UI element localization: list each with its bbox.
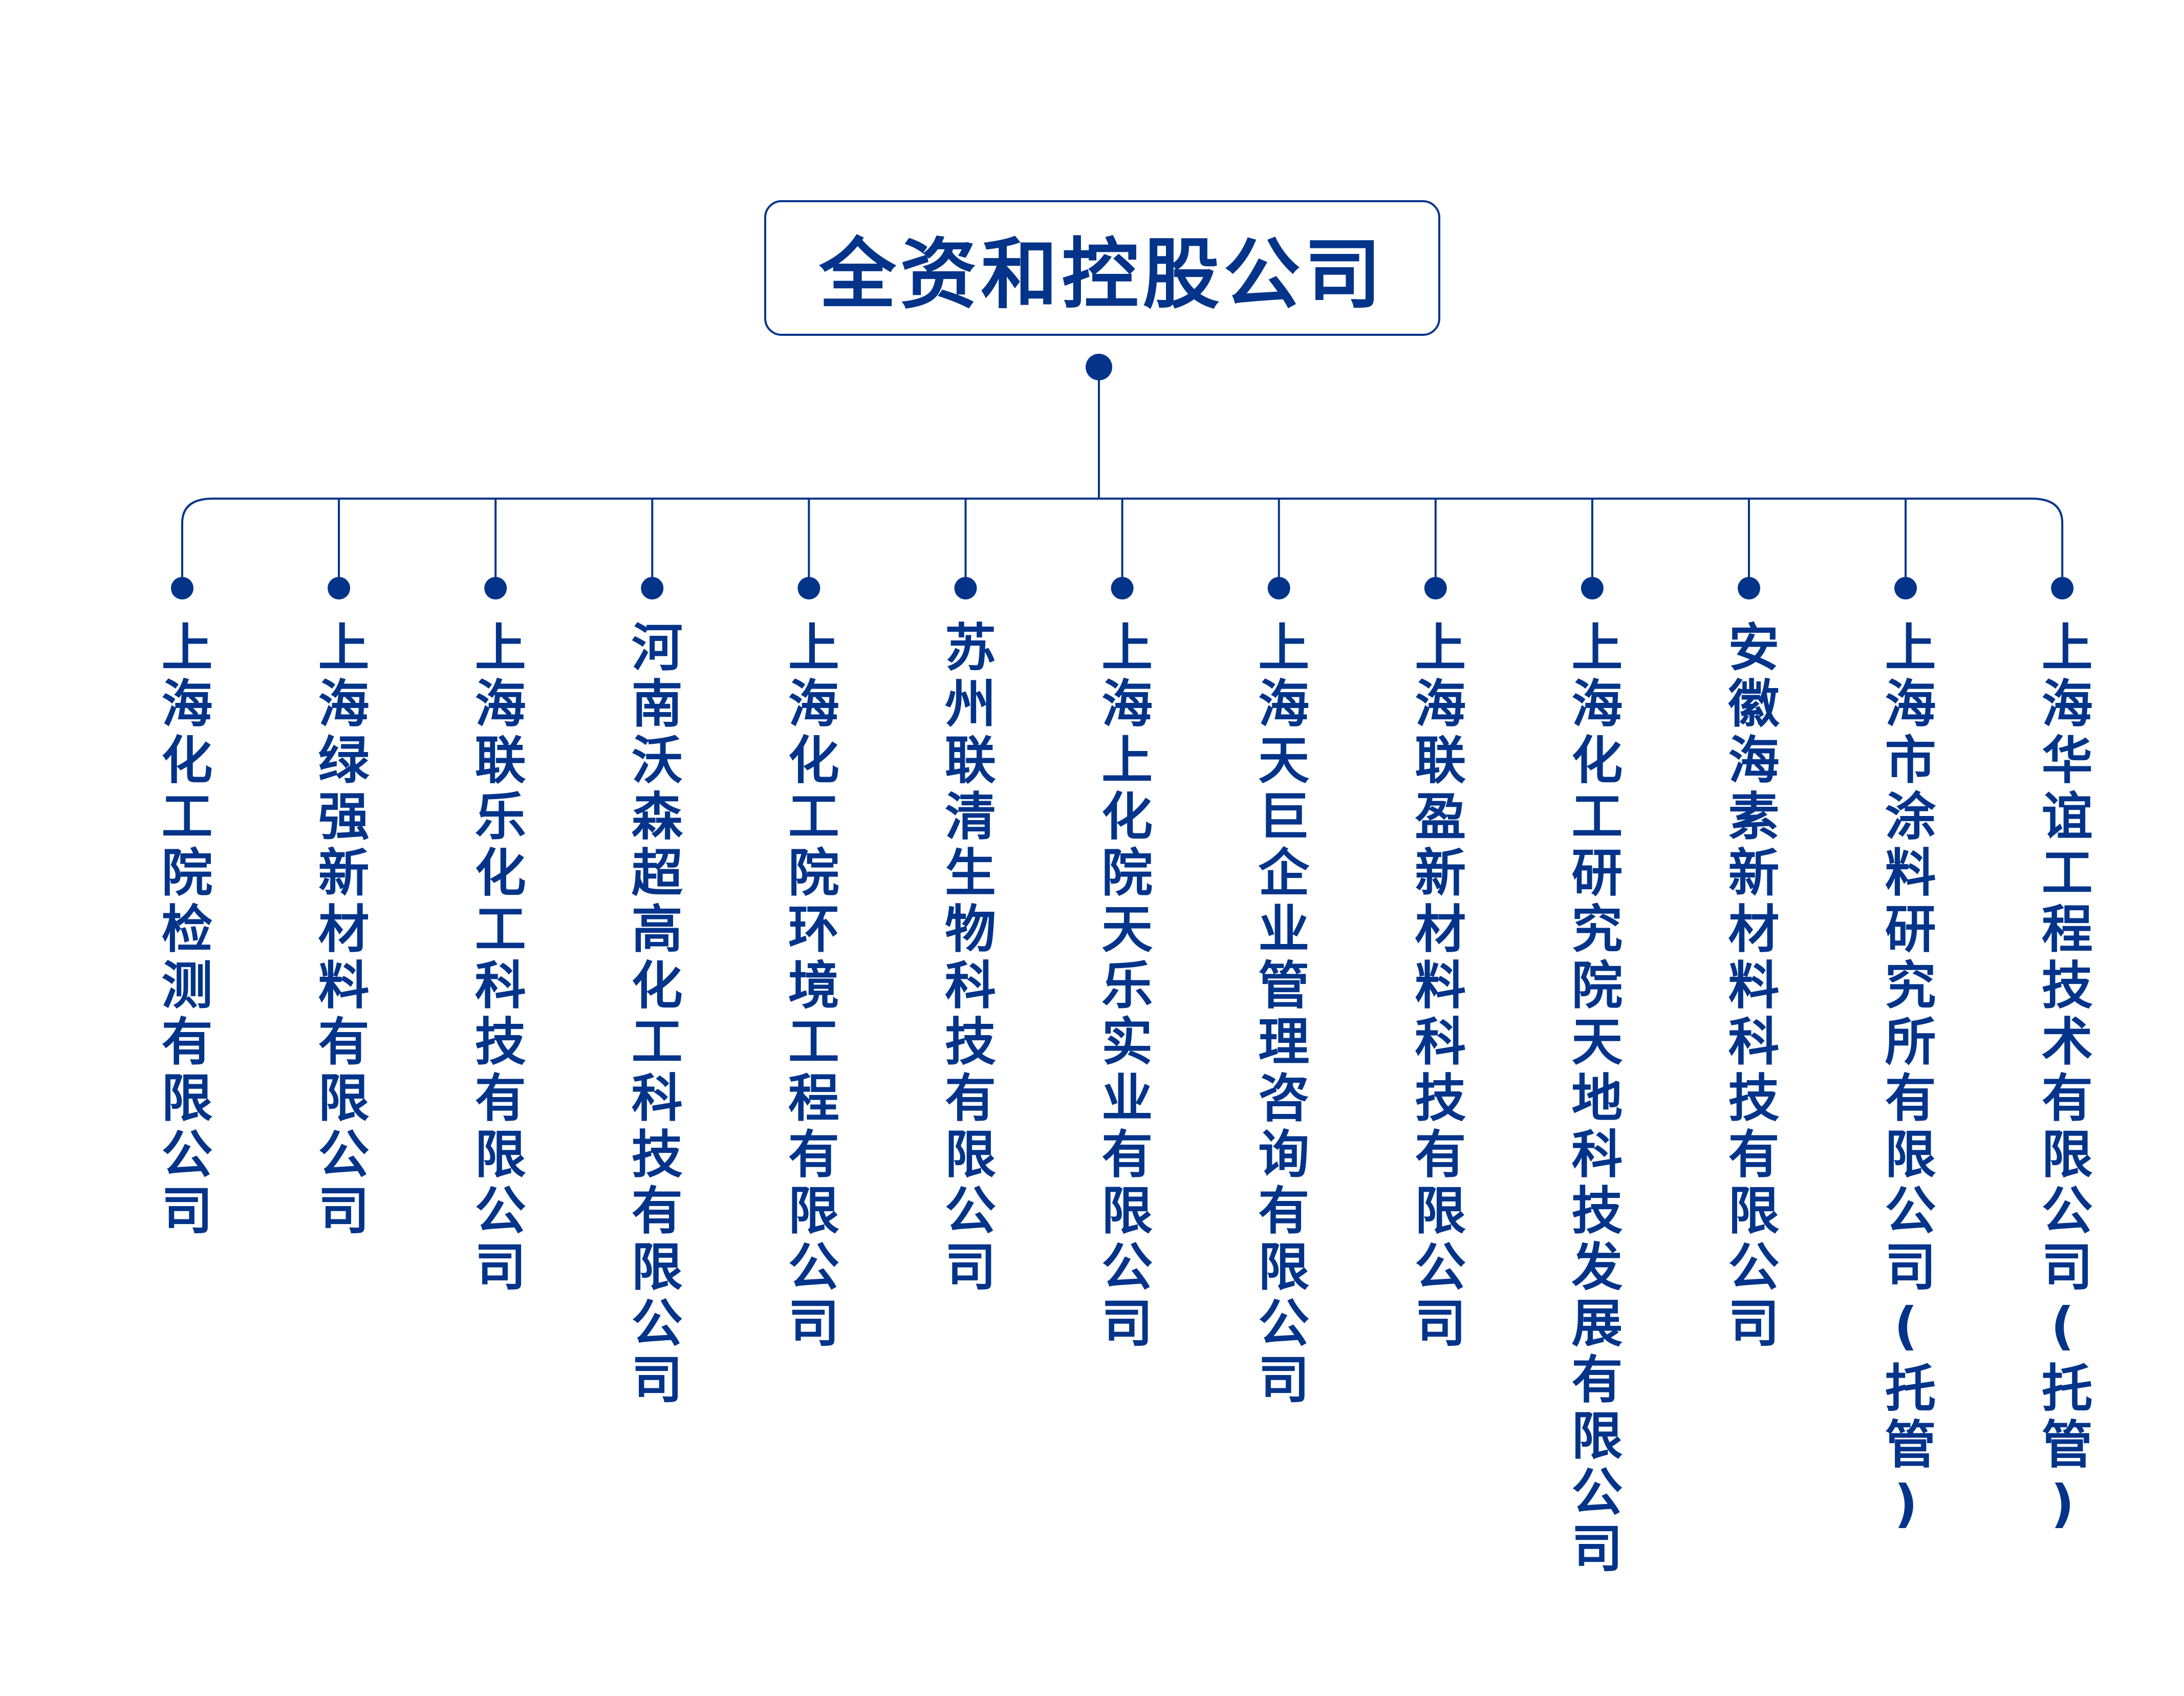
branch-dot — [1424, 577, 1447, 599]
branch-dot — [1581, 577, 1604, 599]
subsidiary-name: 上海上化院天乐实业有限公司 — [1092, 620, 1153, 1352]
subsidiary-name: 上海化工研究院天地科技发展有限公司 — [1562, 620, 1623, 1578]
subsidiary-name: 上海联盈新材料科技有限公司 — [1405, 620, 1466, 1352]
branch-dot — [2051, 577, 2074, 599]
root-node-title: 全资和控股公司 — [819, 230, 1386, 319]
branch-dot — [1738, 577, 1760, 599]
branch-dot — [954, 577, 977, 599]
branch-dot — [641, 577, 664, 599]
subsidiary-name: 安徽海素新材料科技有限公司 — [1719, 620, 1779, 1352]
subsidiary-name: 上海联乐化工科技有限公司 — [466, 620, 526, 1296]
subsidiary-name: 上海市涂料研究所有限公司(托管) — [1876, 620, 1936, 1539]
subsidiary-name: 上海化工院环境工程有限公司 — [779, 620, 839, 1352]
branch-dot — [328, 577, 351, 599]
branch-dot — [484, 577, 507, 599]
subsidiary-name: 上海天巨企业管理咨询有限公司 — [1249, 620, 1309, 1409]
branch-dot — [1267, 577, 1290, 599]
subsidiary-name: 上海华谊工程技术有限公司(托管) — [2032, 620, 2093, 1539]
branch-dot — [797, 577, 820, 599]
root-node-box: 全资和控股公司 — [764, 200, 1440, 336]
branch-dot — [1111, 577, 1134, 599]
branch-dot — [1894, 577, 1917, 599]
subsidiary-name: 上海绿强新材料有限公司 — [309, 620, 370, 1240]
subsidiary-name: 河南沃森超高化工科技有限公司 — [622, 620, 683, 1409]
subsidiary-name: 上海化工院检测有限公司 — [153, 620, 212, 1240]
subsidiary-name: 苏州联清生物科技有限公司 — [936, 620, 996, 1296]
branch-dot — [171, 577, 193, 599]
